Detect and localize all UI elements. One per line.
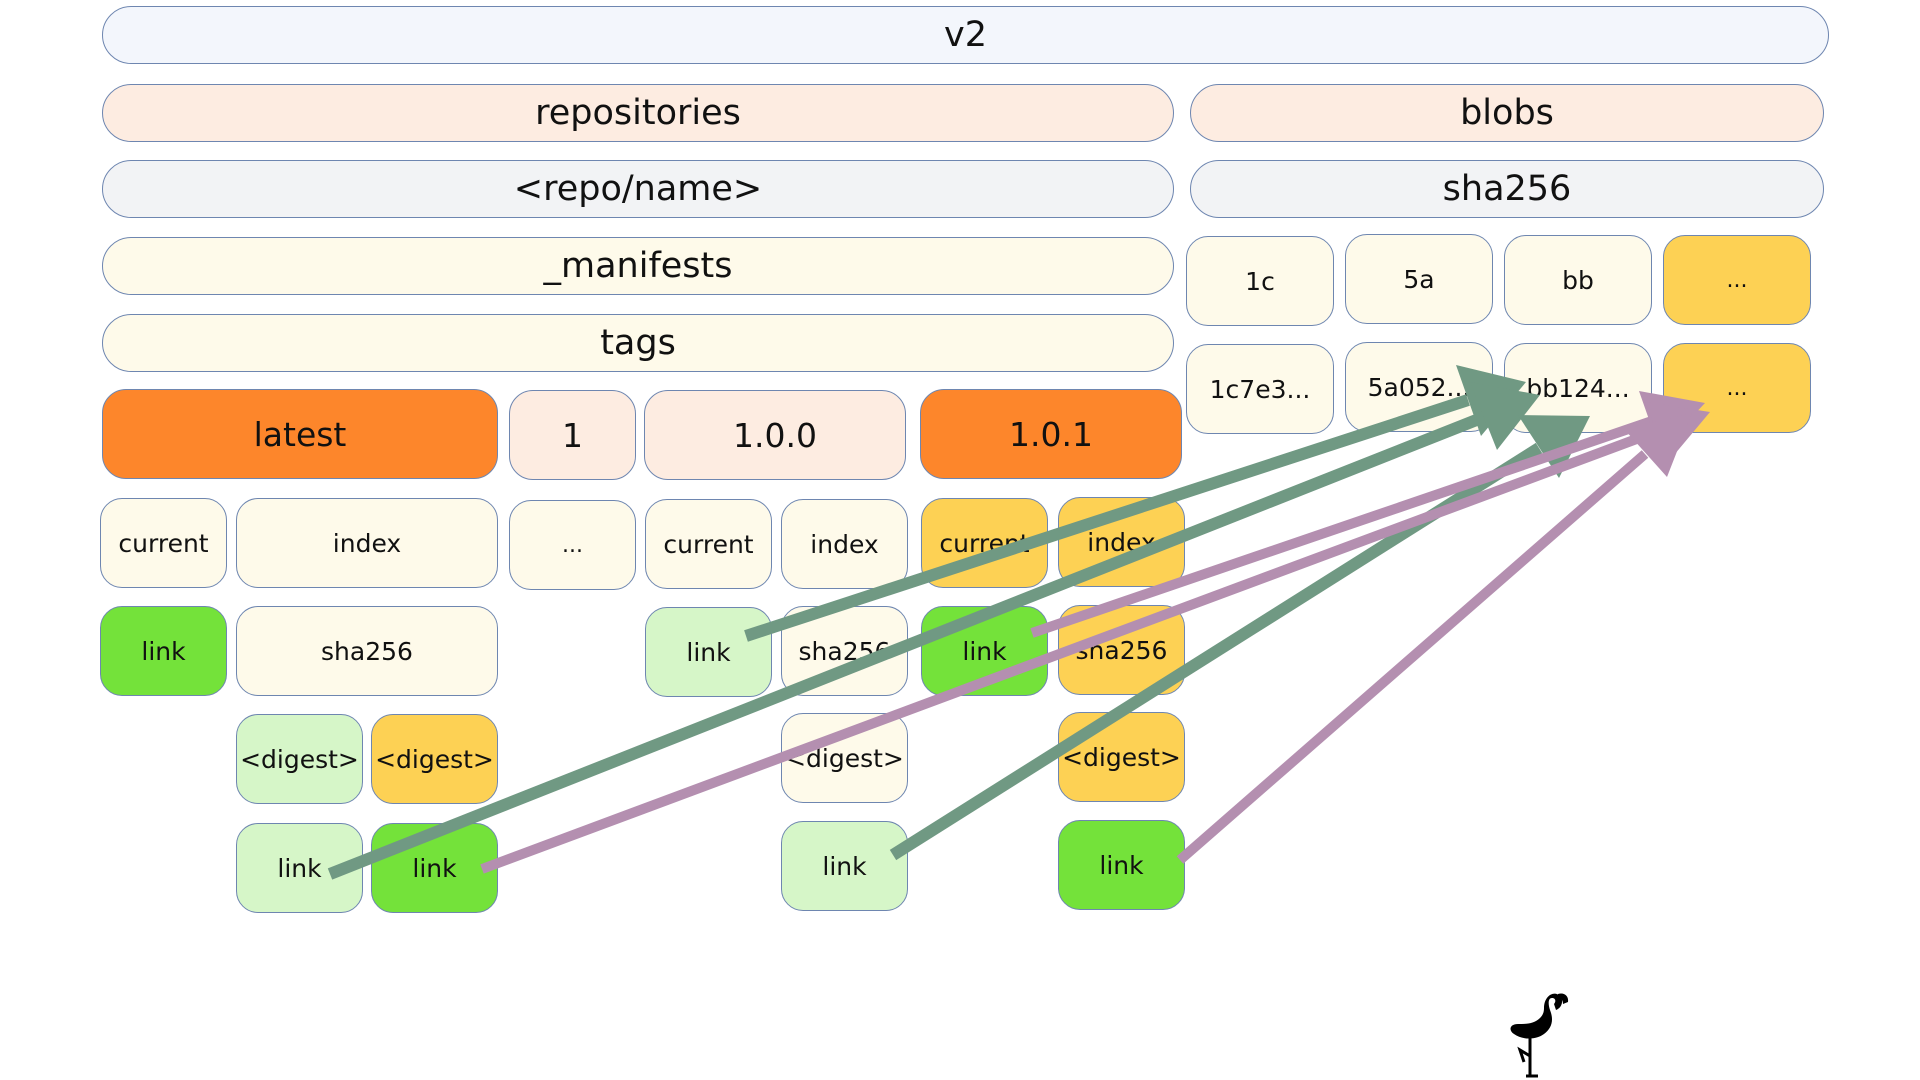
v2-directory: v2 — [102, 6, 1829, 64]
arrow-tag-1-0-1-index-to-more — [1176, 413, 1692, 864]
tag-1-0-0-digest: <digest> — [781, 713, 908, 803]
tag-1-placeholder: ... — [509, 500, 636, 590]
tag-1-0-0-index-directory: index — [781, 499, 908, 589]
latest-digest-1-link: link — [236, 823, 363, 913]
tag-1: 1 — [509, 390, 636, 480]
tags-directory: tags — [102, 314, 1174, 372]
latest-current-link: link — [100, 606, 227, 696]
repo-name-directory: <repo/name> — [102, 160, 1174, 218]
tag-1-0-0-current-link: link — [645, 607, 772, 697]
flamingo-logo — [1510, 993, 1569, 1078]
tag-latest: latest — [102, 389, 498, 479]
blob-digest-5a052: 5a052... — [1345, 342, 1493, 432]
manifests-directory: _manifests — [102, 237, 1174, 295]
blob-prefix-1c: 1c — [1186, 236, 1334, 326]
latest-digest-1: <digest> — [236, 714, 363, 804]
latest-current-directory: current — [100, 498, 227, 588]
blobs-directory: blobs — [1190, 84, 1824, 142]
blob-prefix-bb: bb — [1504, 235, 1652, 325]
tag-1-0-0-digest-link: link — [781, 821, 908, 911]
blob-prefix-more: ... — [1663, 235, 1811, 325]
tag-1-0-1-index-sha256: sha256 — [1058, 605, 1185, 695]
tag-1-0-0: 1.0.0 — [644, 390, 906, 480]
tag-1-0-1-index-directory: index — [1058, 497, 1185, 587]
tag-1-0-1-digest: <digest> — [1058, 712, 1185, 802]
tag-1-0-1-current-directory: current — [921, 498, 1048, 588]
latest-index-sha256: sha256 — [236, 606, 498, 696]
repositories-directory: repositories — [102, 84, 1174, 142]
latest-index-directory: index — [236, 498, 498, 588]
tag-1-0-1-digest-link: link — [1058, 820, 1185, 910]
blob-digest-1c7e3: 1c7e3... — [1186, 344, 1334, 434]
latest-digest-2: <digest> — [371, 714, 498, 804]
tag-1-0-0-index-sha256: sha256 — [781, 606, 908, 696]
blob-digest-bb124: bb124... — [1504, 343, 1652, 433]
blobs-sha256-directory: sha256 — [1190, 160, 1824, 218]
tag-1-0-1-current-link: link — [921, 606, 1048, 696]
latest-digest-2-link: link — [371, 823, 498, 913]
blob-digest-more: ... — [1663, 343, 1811, 433]
tag-1-0-1: 1.0.1 — [920, 389, 1182, 479]
blob-prefix-5a: 5a — [1345, 234, 1493, 324]
tag-1-0-0-current-directory: current — [645, 499, 772, 589]
